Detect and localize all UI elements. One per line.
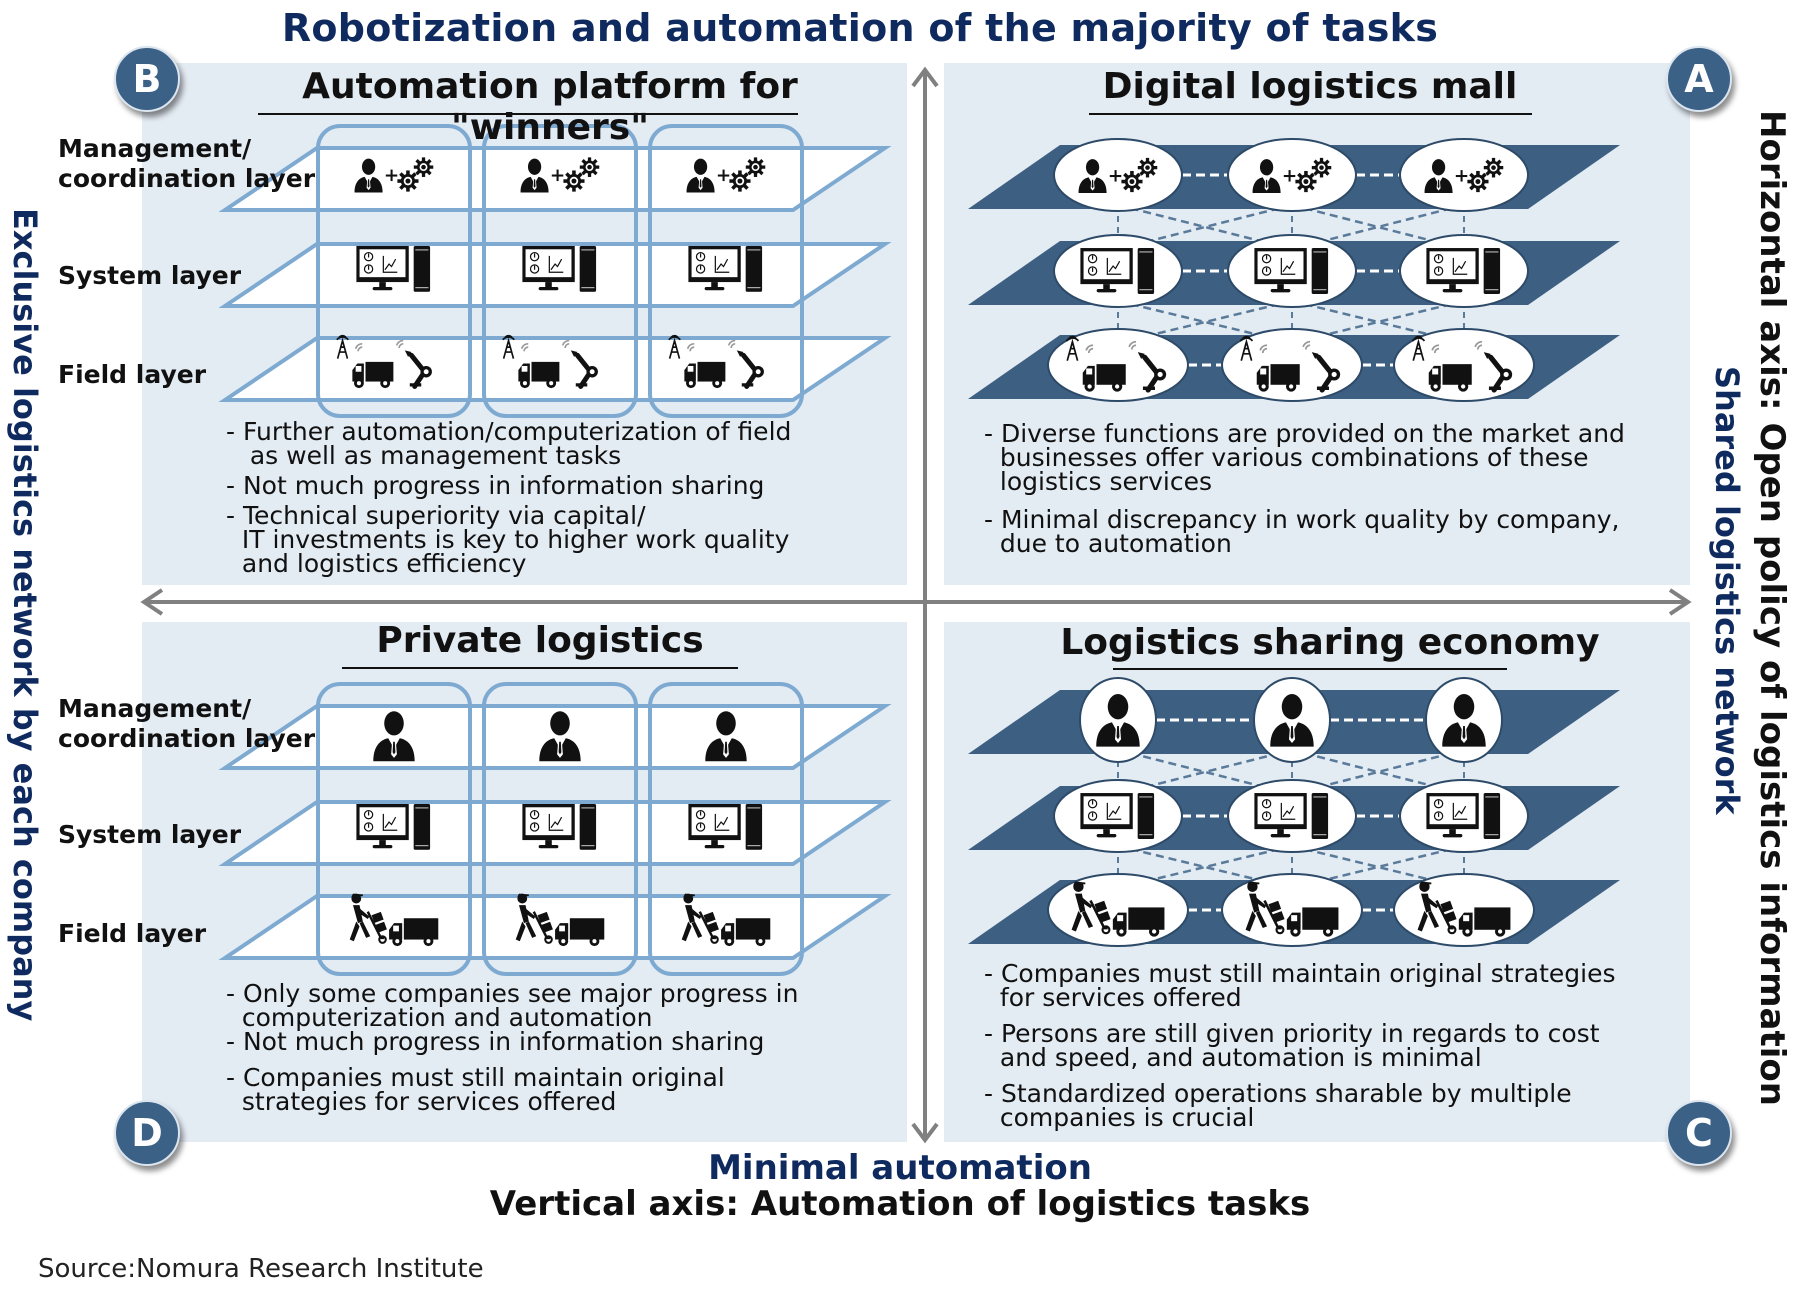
quadrant-d-badge: D <box>114 1100 180 1166</box>
quadrant-a-badge: A <box>1666 46 1732 112</box>
quadrant-d-layer-label-management: Management/ coordination layer <box>58 694 316 753</box>
quadrant-b-graphic <box>218 124 892 418</box>
bullet: - Technical superiority via capital/ IT … <box>226 501 790 578</box>
vertical-axis-arrow-down <box>911 1122 939 1144</box>
layer-plane <box>218 894 892 960</box>
horizontal-axis-arrow-left <box>140 588 164 616</box>
bullet: - Not much progress in information shari… <box>226 1027 765 1056</box>
bullet: - Further automation/computerization of … <box>226 417 792 470</box>
quadrant-b-layer-label-field: Field layer <box>58 360 207 389</box>
quadrant-b-badge: B <box>114 46 180 112</box>
quadrant-d-graphic <box>218 682 892 976</box>
company-column <box>648 682 804 976</box>
quadrant-b-layer-label-management: Management/ coordination layer <box>58 134 316 193</box>
quadrant-a-title: Digital logistics mall <box>1102 66 1518 107</box>
bullet: - Minimal discrepancy in work quality by… <box>984 505 1620 558</box>
axis-lines <box>140 66 1692 1144</box>
bullet: - Companies must still maintain original… <box>226 1063 725 1116</box>
bullet: - Only some companies see major progress… <box>226 979 799 1032</box>
quadrant-d-title: Private logistics <box>376 620 704 661</box>
company-column <box>316 682 472 976</box>
company-node <box>1253 677 1331 763</box>
quadrant-d-bullets: - Only some companies see major progress… <box>226 979 799 1120</box>
source-note: Source:Nomura Research Institute <box>38 1254 484 1284</box>
quadrant-a-bullets: - Diverse functions are provided on the … <box>984 419 1625 562</box>
company-column <box>316 124 472 418</box>
vertical-axis-arrow-up <box>911 66 939 88</box>
bullet: - Not much progress in information shari… <box>226 471 765 500</box>
quadrant-c-badge: C <box>1666 1100 1732 1166</box>
company-column <box>482 682 638 976</box>
horizontal-axis-caption: Horizontal axis: Open policy of logistic… <box>1752 110 1792 1106</box>
quadrant-d-layer-label-system: System layer <box>58 820 242 849</box>
vertical-axis-caption: Vertical axis: Automation of logistics t… <box>489 1184 1311 1224</box>
bullet: - Standardized operations sharable by mu… <box>984 1079 1572 1132</box>
quadrant-b-layer-label-system: System layer <box>58 261 242 290</box>
bullet: - Persons are still given priority in re… <box>984 1019 1600 1072</box>
quadrant-a-graphic <box>968 138 1620 402</box>
layer-plane <box>218 146 892 212</box>
bullet: - Companies must still maintain original… <box>984 959 1616 1012</box>
bullet: - Diverse functions are provided on the … <box>984 419 1625 496</box>
quadrant-b-title-underline <box>258 113 798 115</box>
quadrant-c-bullets: - Companies must still maintain original… <box>984 959 1616 1136</box>
quadrant-b-bullets: - Further automation/computerization of … <box>226 417 792 582</box>
company-node <box>1079 677 1157 763</box>
bottom-axis-label: Minimal automation <box>708 1148 1092 1188</box>
right-axis-label: Shared logistics network <box>1708 366 1746 815</box>
company-column <box>648 124 804 418</box>
quadrant-c-graphic <box>968 677 1620 947</box>
quadrant-c-title: Logistics sharing economy <box>1060 622 1600 663</box>
company-column <box>482 124 638 418</box>
quadrant-d-layer-label-field: Field layer <box>58 919 207 948</box>
quadrant-d-title-underline <box>342 667 738 669</box>
quadrant-c-title-underline <box>1113 668 1507 670</box>
diagram-title: Robotization and automation of the major… <box>281 6 1439 50</box>
left-axis-label: Exclusive logistics network by each comp… <box>6 208 44 1022</box>
horizontal-axis-arrow-right <box>1668 588 1692 616</box>
company-node <box>1425 677 1503 763</box>
quadrant-a-title-underline <box>1089 113 1532 115</box>
